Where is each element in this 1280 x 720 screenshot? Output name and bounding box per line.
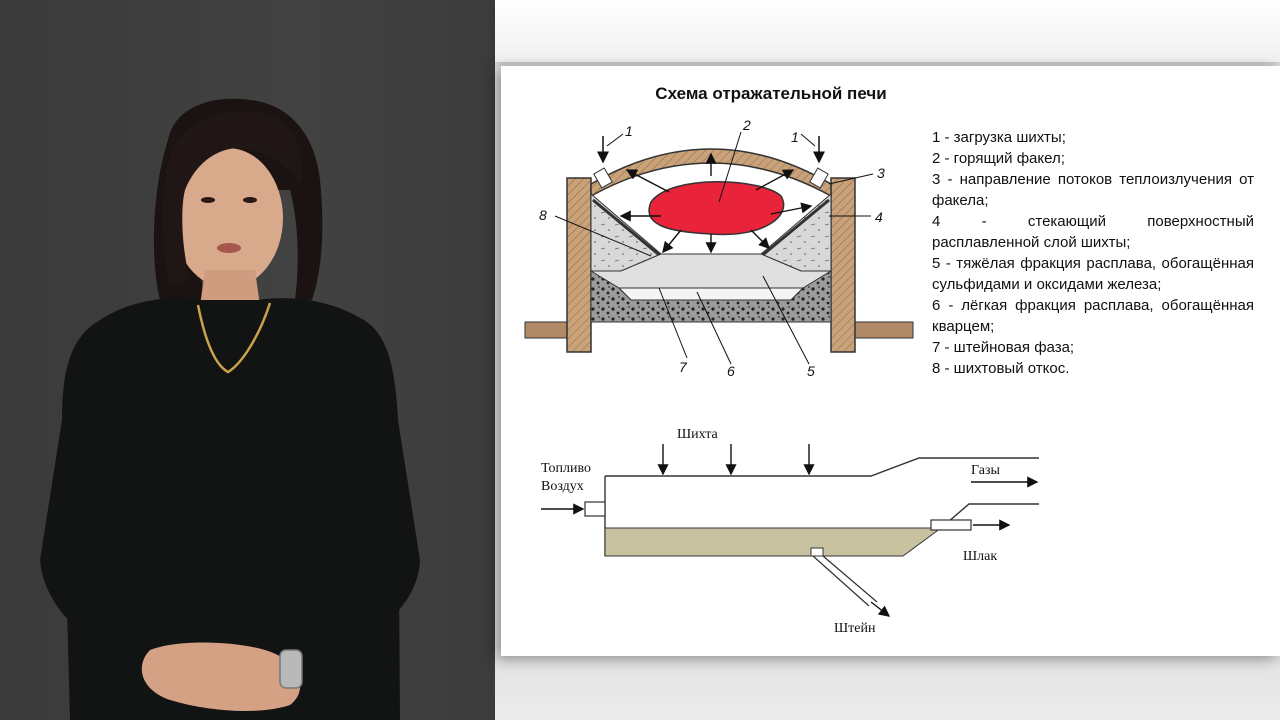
callout-7: 7	[679, 359, 688, 375]
melt-layer-left	[592, 198, 664, 260]
furnace-diagram: 1 2 1 3 8 4 7 6 5	[524, 117, 914, 379]
leader-lines	[554, 131, 874, 365]
callout-5: 5	[807, 363, 815, 379]
flow-diagram: Шихта Топливо Воздух Газы Шлак Штейн	[541, 427, 1039, 636]
ground-left	[524, 321, 568, 339]
wall-right	[830, 177, 856, 353]
slide-bottom-strip	[495, 656, 1280, 720]
legend-item-6: 6 - лёгкая фракция расплава, обогащённая…	[932, 297, 1254, 335]
slide: Схема отражательной печи	[501, 66, 1280, 656]
flame	[648, 181, 785, 236]
callout-8: 8	[539, 207, 547, 223]
flow-roof	[605, 457, 1039, 477]
legend-item-1: 1 - загрузка шихты;	[932, 129, 1066, 146]
matte-label: Штейн	[834, 621, 876, 636]
callout-2: 2	[742, 117, 751, 133]
slide-title: Схема отражательной печи	[655, 84, 887, 103]
callout-1-right: 1	[791, 129, 799, 145]
radiation-arrows	[619, 152, 813, 254]
flow-melt-layer	[604, 527, 943, 557]
callout-6: 6	[727, 363, 735, 379]
ground-right	[852, 321, 914, 339]
air-label: Воздух	[541, 479, 584, 494]
gases-label: Газы	[971, 463, 1000, 478]
hearth-bed	[590, 270, 832, 323]
charge-label: Шихта	[677, 427, 719, 442]
slide-top-strip	[495, 0, 1280, 62]
legend-item-2: 2 - горящий факел;	[932, 150, 1065, 167]
slag-label: Шлак	[963, 549, 997, 564]
slide-area: Схема отражательной печи	[495, 0, 1280, 720]
matte-tap	[810, 547, 824, 557]
matte-arrow	[870, 601, 891, 617]
legend-item-5: 5 - тяжёлая фракция расплава, обогащённа…	[932, 255, 1254, 293]
legend-item-3: 3 - направление потоков теплоизлучения о…	[932, 171, 1254, 209]
callout-1-left: 1	[625, 123, 633, 139]
slag-tap	[930, 519, 972, 531]
melt-layer-right	[758, 198, 830, 260]
presenter-video	[0, 0, 495, 720]
legend-item-4: 4 - стекающий поверхностный расплавленно…	[932, 213, 1254, 251]
slide-diagrams: 1 2 1 3 8 4 7 6 5	[524, 117, 1039, 636]
legend-list: 1 - загрузка шихты; 2 - горящий факел; 3…	[932, 127, 1254, 379]
fuel-label: Топливо	[541, 461, 591, 476]
charge-port-left	[593, 167, 613, 189]
callout-4: 4	[875, 209, 883, 225]
matte-chute	[812, 555, 878, 607]
legend-item-7: 7 - штейновая фаза;	[932, 339, 1075, 356]
presenter-figure	[40, 98, 420, 720]
wall-left	[566, 177, 592, 353]
callout-3: 3	[877, 165, 885, 181]
burner	[584, 501, 606, 517]
charge-port-right	[809, 167, 829, 189]
legend-item-8: 8 - шихтовый откос.	[932, 360, 1070, 377]
light-fraction	[617, 287, 805, 301]
